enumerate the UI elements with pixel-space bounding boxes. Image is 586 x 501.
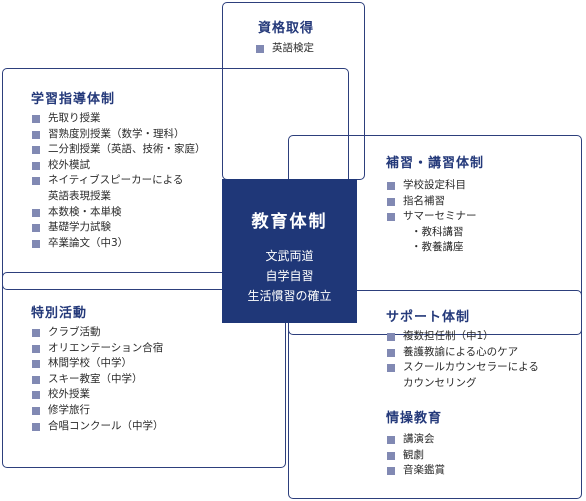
learning-heading: 学習指導体制 bbox=[31, 92, 116, 107]
square-bullet-icon bbox=[387, 213, 395, 222]
list-item: 基礎学力試験 bbox=[32, 220, 206, 236]
culture-heading: 情操教育 bbox=[386, 411, 443, 426]
center-line: 文武両道 bbox=[265, 249, 314, 263]
list-item: 英語検定 bbox=[256, 41, 314, 57]
supplementary-heading: 補習・講習体制 bbox=[386, 156, 485, 171]
square-bullet-icon bbox=[32, 115, 40, 123]
list-item: 講演会 bbox=[387, 432, 445, 448]
square-bullet-icon bbox=[387, 451, 395, 460]
list-item-continuation: 英語表現授業 bbox=[48, 189, 111, 202]
list-item: スキー教室（中学） bbox=[32, 372, 164, 388]
list-item: 音楽鑑賞 bbox=[387, 463, 445, 479]
education-system-center: 教育体制 文武両道 自学自習 生活慣習の確立 bbox=[222, 179, 357, 323]
list-item: 複数担任制（中1） bbox=[387, 329, 539, 345]
special-frame bbox=[2, 272, 286, 468]
qualification-heading: 資格取得 bbox=[258, 21, 315, 36]
square-bullet-icon bbox=[32, 391, 40, 400]
list-item: 本数検・本単検 bbox=[32, 205, 206, 221]
list-item: ネイティブスピーカーによる bbox=[32, 173, 206, 189]
list-item: 観劇 bbox=[387, 448, 445, 464]
square-bullet-icon bbox=[387, 197, 395, 206]
square-bullet-icon bbox=[387, 333, 395, 341]
list-item: 合唱コンクール（中学） bbox=[32, 419, 164, 435]
square-bullet-icon bbox=[32, 375, 40, 384]
list-item: 校外授業 bbox=[32, 387, 164, 403]
list-item: オリエンテーション合宿 bbox=[32, 341, 164, 357]
square-bullet-icon bbox=[32, 406, 40, 415]
list-subitem: ・教科講習 bbox=[411, 225, 464, 238]
support-heading: サポート体制 bbox=[386, 310, 471, 325]
learning-list: 先取り授業 習熟度別授業（数学・理科） 二分割授業（英語、技術・家庭） 校外模試… bbox=[32, 111, 206, 251]
list-item: 養護教諭による心のケア bbox=[387, 345, 539, 361]
support-list: 複数担任制（中1） 養護教諭による心のケア スクールカウンセラーによる カウンセ… bbox=[387, 329, 539, 391]
list-item: サマーセミナー bbox=[387, 209, 477, 225]
list-item: 先取り授業 bbox=[32, 111, 206, 127]
square-bullet-icon bbox=[387, 348, 395, 357]
center-line: 生活慣習の確立 bbox=[247, 289, 332, 303]
list-item: 卒業論文（中3） bbox=[32, 236, 206, 252]
qualification-list: 英語検定 bbox=[256, 41, 314, 57]
square-bullet-icon bbox=[32, 177, 40, 186]
list-item: 修学旅行 bbox=[32, 403, 164, 419]
square-bullet-icon bbox=[387, 364, 395, 373]
square-bullet-icon bbox=[256, 45, 264, 53]
square-bullet-icon bbox=[32, 422, 40, 431]
supplementary-list: 学校設定科目 指名補習 サマーセミナー ・教科講習 ・教養講座 bbox=[387, 178, 477, 256]
square-bullet-icon bbox=[32, 344, 40, 353]
culture-list: 講演会 観劇 音楽鑑賞 bbox=[387, 432, 445, 479]
square-bullet-icon bbox=[32, 146, 40, 155]
square-bullet-icon bbox=[32, 329, 40, 337]
special-list: クラブ活動 オリエンテーション合宿 林間学校（中学） スキー教室（中学） 校外授… bbox=[32, 325, 164, 434]
square-bullet-icon bbox=[32, 161, 40, 170]
square-bullet-icon bbox=[32, 239, 40, 248]
square-bullet-icon bbox=[387, 182, 395, 190]
square-bullet-icon bbox=[32, 130, 40, 139]
list-item: 指名補習 bbox=[387, 194, 477, 210]
square-bullet-icon bbox=[32, 208, 40, 217]
list-item: 校外模試 bbox=[32, 158, 206, 174]
list-item: 二分割授業（英語、技術・家庭） bbox=[32, 142, 206, 158]
square-bullet-icon bbox=[32, 224, 40, 233]
list-item: 学校設定科目 bbox=[387, 178, 477, 194]
center-title: 教育体制 bbox=[251, 212, 328, 232]
list-subitem: ・教養講座 bbox=[411, 241, 464, 254]
center-line: 自学自習 bbox=[265, 269, 314, 283]
list-item: クラブ活動 bbox=[32, 325, 164, 341]
square-bullet-icon bbox=[32, 360, 40, 369]
square-bullet-icon bbox=[387, 436, 395, 444]
list-item: 習熟度別授業（数学・理科） bbox=[32, 127, 206, 143]
list-item: 林間学校（中学） bbox=[32, 356, 164, 372]
square-bullet-icon bbox=[387, 467, 395, 476]
special-heading: 特別活動 bbox=[31, 306, 88, 321]
list-item: スクールカウンセラーによる bbox=[387, 360, 539, 376]
support-frame bbox=[288, 290, 582, 499]
list-item-continuation: カウンセリング bbox=[403, 376, 477, 389]
